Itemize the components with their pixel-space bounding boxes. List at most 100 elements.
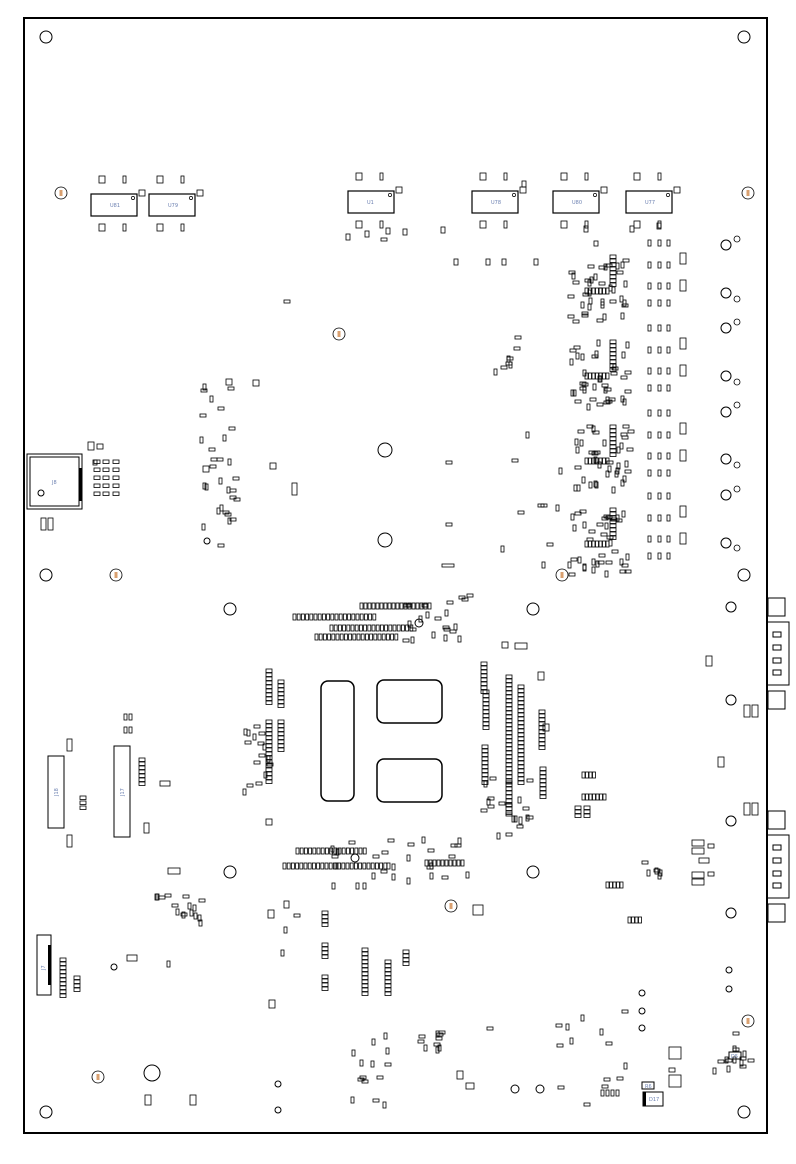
pad	[128, 713, 133, 721]
pad	[582, 292, 590, 297]
pad	[576, 484, 581, 492]
pad	[657, 409, 662, 417]
pad	[362, 847, 367, 855]
pad	[359, 1075, 367, 1080]
pad	[629, 225, 635, 233]
pad	[349, 862, 354, 870]
pad	[448, 854, 456, 859]
pad	[384, 991, 392, 996]
pad	[666, 452, 671, 460]
pad	[619, 881, 624, 889]
pad	[446, 600, 454, 605]
mounting-hole	[377, 442, 393, 458]
pad	[334, 613, 339, 621]
pad	[584, 457, 589, 465]
pad	[265, 731, 273, 736]
pad	[59, 965, 67, 970]
pad	[102, 475, 110, 480]
pad	[574, 399, 582, 404]
pad	[588, 540, 592, 548]
pad	[362, 882, 367, 890]
pad	[361, 955, 369, 960]
pad	[87, 441, 95, 451]
pad	[277, 727, 285, 732]
pad	[732, 1031, 740, 1036]
pad	[482, 705, 490, 710]
pad	[641, 860, 649, 865]
pad	[624, 370, 632, 375]
pad	[537, 671, 545, 681]
fiducial-mark	[59, 190, 63, 196]
mounting-hole	[535, 1084, 545, 1094]
pad	[489, 776, 497, 781]
pad	[154, 893, 159, 901]
mounting-hole	[720, 370, 732, 382]
pad	[441, 563, 455, 568]
pad	[444, 609, 449, 617]
pad	[202, 383, 207, 391]
via	[733, 318, 741, 326]
pad	[588, 297, 593, 305]
pad	[605, 396, 610, 404]
pad	[570, 513, 575, 521]
pad	[647, 469, 652, 477]
pad	[598, 265, 606, 270]
pad	[666, 384, 671, 392]
pad	[321, 974, 329, 979]
pad	[610, 1089, 615, 1097]
pad	[615, 262, 620, 270]
pad	[277, 695, 285, 700]
pad	[605, 560, 613, 565]
pad	[59, 957, 67, 962]
ic-label: U1	[367, 200, 374, 206]
pad	[609, 448, 617, 453]
pad	[505, 812, 513, 817]
pad	[361, 963, 369, 968]
pad	[465, 871, 470, 879]
pad	[505, 802, 513, 807]
pad	[102, 483, 110, 488]
pad	[647, 282, 652, 290]
pad	[647, 261, 652, 269]
pad	[538, 729, 546, 734]
pad	[353, 862, 358, 870]
pad	[138, 781, 146, 786]
fiducial-mark	[746, 190, 750, 196]
mounting-hole	[350, 853, 360, 863]
pad	[361, 971, 369, 976]
via	[733, 295, 741, 303]
pad	[431, 631, 436, 639]
pad	[657, 367, 662, 375]
pad	[337, 847, 342, 855]
pad	[505, 806, 513, 811]
pad	[567, 561, 572, 569]
connector-label: J7	[41, 965, 47, 971]
pad	[222, 434, 227, 442]
pad	[647, 431, 652, 439]
pad	[181, 911, 186, 919]
mounting-hole	[737, 1105, 751, 1119]
pad	[742, 1050, 747, 1058]
pad	[384, 971, 392, 976]
pad	[598, 372, 603, 380]
pad	[367, 624, 372, 632]
pad	[591, 566, 596, 574]
pad	[500, 545, 505, 553]
pad	[631, 916, 635, 924]
pad	[514, 335, 522, 340]
pad	[159, 780, 171, 787]
pad	[242, 788, 247, 796]
pad	[614, 470, 619, 478]
pad	[406, 854, 411, 862]
fiducial	[54, 186, 68, 200]
pad	[505, 786, 513, 791]
pad	[380, 237, 388, 242]
pad	[262, 743, 267, 751]
pad	[79, 795, 87, 800]
pad	[679, 422, 687, 435]
pad	[351, 613, 356, 621]
pad	[93, 467, 101, 472]
pad	[647, 367, 652, 375]
pad	[355, 613, 360, 621]
pad	[481, 744, 489, 749]
